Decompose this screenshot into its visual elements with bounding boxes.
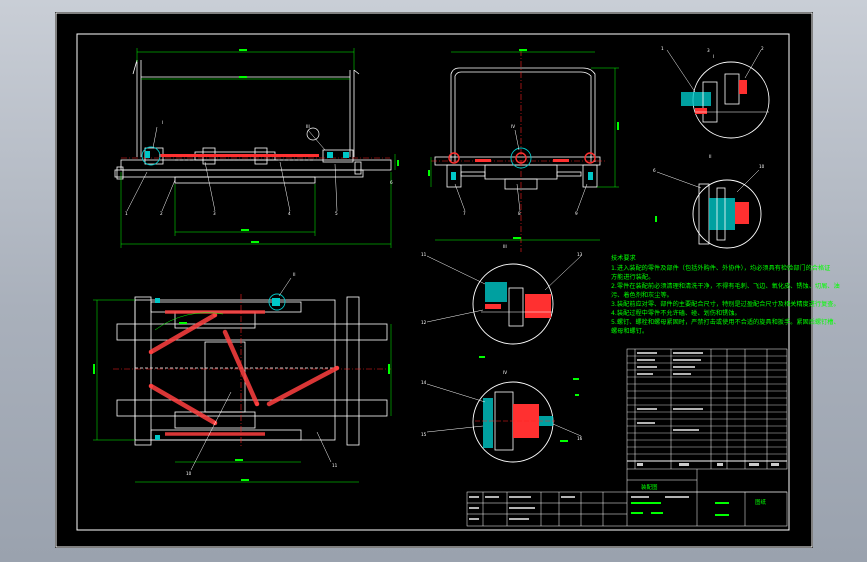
tech-note-line: 方能进行装配。 (611, 273, 654, 281)
detail-I-callout-3: 3 (707, 48, 710, 53)
callout-III: III (306, 124, 310, 129)
callout-I: I (162, 120, 163, 125)
side-view (434, 67, 601, 190)
detail-IV: 14 15 16 IV (421, 370, 583, 463)
tech-note-line: 污、着色剂和灰尘等。 (611, 291, 673, 299)
technical-requirements: 技术要求 1.进入装配的零件及部件（包括外购件、外协件），均必须具有检验部门的合… (611, 254, 840, 335)
top-view-leaders (190, 277, 332, 471)
detail-IV-callout-14: 14 (421, 380, 427, 385)
side-view-callouts: IV 7 8 9 (463, 124, 578, 216)
tech-note-line: 3.装配前应对零、部件的主要配合尺寸，特别是过盈配合尺寸及相关精度进行复查。 (611, 300, 840, 308)
side-view-leaders (454, 129, 588, 212)
detail-II-callout-6: 6 (653, 168, 656, 173)
callout-IV: IV (511, 124, 515, 129)
inner-frame (76, 33, 790, 531)
detail-I: 1 2 3 I (661, 46, 770, 139)
callout-11: 11 (332, 463, 338, 468)
callout-9: 9 (575, 211, 578, 216)
detail-I-callout-2: 2 (761, 46, 764, 51)
callout-6: 6 (390, 180, 393, 185)
callout-8: 8 (518, 211, 521, 216)
detail-IV-title: IV (503, 370, 507, 375)
top-view (116, 296, 388, 446)
callout-3: 3 (213, 211, 216, 216)
detail-III-callout-12: 12 (421, 320, 427, 325)
title-block-placeholder-text (469, 496, 729, 520)
outer-frame (55, 12, 813, 548)
detail-III-title: III (503, 244, 507, 249)
detail-II-title: II (709, 154, 711, 159)
top-view-dimensions (93, 299, 392, 483)
callout-II: II (293, 272, 295, 277)
detail-II: 6 10 II (653, 154, 765, 249)
parts-list-placeholder-text (637, 352, 779, 466)
front-view-leaders (126, 126, 338, 212)
top-view-accents (113, 293, 391, 448)
front-view-dimensions (120, 48, 396, 248)
parts-list-rows (627, 355, 787, 455)
callout-7: 7 (463, 211, 466, 216)
tech-note-line: 5.螺钉、螺栓和螺母紧固时，严禁打击或使用不合适的旋具和扳手。紧固后螺钉槽、 (611, 318, 840, 326)
callout-2: 2 (160, 211, 163, 216)
detail-III-callout-11: 11 (421, 252, 427, 257)
tech-note-line: 1.进入装配的零件及部件（包括外购件、外协件），均必须具有检验部门的合格证 (611, 264, 830, 272)
parts-list (626, 348, 788, 470)
assembly-drawing: I 1 2 3 4 5 6 III (55, 12, 840, 548)
side-view-accents (431, 50, 605, 252)
drawing-scale-mark: 图纸 (755, 498, 767, 506)
title-block (466, 469, 788, 527)
detail-IV-callout-16: 16 (577, 436, 583, 441)
dimension-text-marks (93, 49, 657, 481)
drawing-sheet: I 1 2 3 4 5 6 III (55, 12, 840, 548)
tech-note-line: 4.装配过程中零件不允许磕、碰、划伤和锈蚀。 (611, 309, 741, 317)
front-view (114, 59, 392, 184)
tech-notes-title: 技术要求 (611, 254, 636, 262)
detail-III: 11 12 13 III (421, 244, 583, 345)
callout-1: 1 (125, 211, 128, 216)
detail-I-title: I (713, 54, 714, 59)
callout-4: 4 (288, 211, 291, 216)
detail-IV-callout-15: 15 (421, 432, 427, 437)
detail-II-callout-10: 10 (759, 164, 765, 169)
top-view-callouts: II 10 11 (186, 272, 338, 476)
tech-note-line: 2.零件在装配前必须清理和清洗干净，不得有毛刺、飞边、氧化皮、锈蚀、切屑、油 (611, 282, 840, 290)
detail-III-callout-13: 13 (577, 252, 583, 257)
side-view-dimensions (430, 51, 619, 241)
callout-5: 5 (335, 211, 338, 216)
callout-10: 10 (186, 471, 192, 476)
front-view-accents (121, 127, 390, 166)
front-view-callouts: I 1 2 3 4 5 6 III (125, 120, 393, 216)
detail-I-callout-1: 1 (661, 46, 664, 51)
tech-note-line: 螺母和螺钉。 (611, 327, 648, 335)
drawing-name: 装配图 (641, 483, 658, 491)
